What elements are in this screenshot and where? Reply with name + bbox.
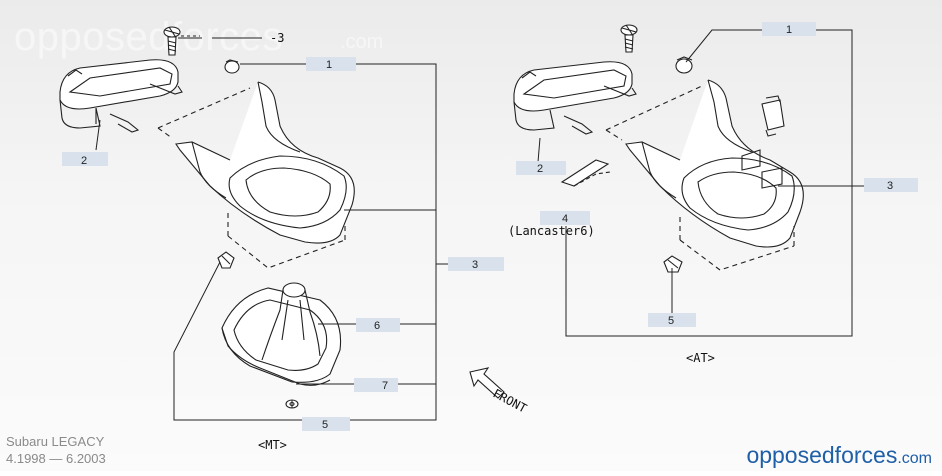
vehicle-info: Subaru LEGACY 4.1998 — 6.2003 bbox=[6, 433, 106, 467]
at-callout-5: 5 bbox=[668, 315, 674, 327]
mt-leaders bbox=[95, 37, 448, 421]
at-caption: <AT> bbox=[686, 351, 715, 365]
at-connector-part bbox=[761, 95, 785, 137]
mt-screw-part bbox=[163, 26, 200, 56]
at-diagram: 1 2 3 4 5 (Lancaster6) <AT> bbox=[508, 22, 918, 365]
watermark: opposedforces .com bbox=[14, 15, 383, 59]
mt-clip-lower-part bbox=[217, 251, 235, 269]
mt-callout-6: 6 bbox=[374, 320, 380, 332]
at-screw-part bbox=[620, 24, 638, 53]
mt-callout-2: 2 bbox=[81, 155, 87, 167]
mt-callout-3: 3 bbox=[472, 259, 478, 271]
mt-callout-1: 1 bbox=[326, 59, 332, 71]
at-console-part bbox=[605, 79, 804, 271]
mt-console-part bbox=[157, 81, 355, 269]
brand-suffix: .com bbox=[897, 450, 932, 467]
mt-callouts: 1 2 3 6 7 5 bbox=[62, 57, 504, 431]
at-clip-lower-part bbox=[663, 255, 683, 273]
callout-box-5 bbox=[302, 417, 350, 431]
vehicle-years: 4.1998 — 6.2003 bbox=[6, 451, 106, 466]
mt-tray-part bbox=[59, 59, 183, 133]
callout-box-6 bbox=[356, 318, 400, 332]
at-callout-2: 2 bbox=[537, 163, 543, 175]
mt-clip-part bbox=[224, 59, 240, 74]
callout-box-7 bbox=[354, 378, 398, 392]
brand-name: opposedforces bbox=[746, 442, 898, 468]
at-tray-part bbox=[513, 61, 637, 135]
vehicle-model: Subaru LEGACY bbox=[6, 434, 105, 449]
at-callout-3: 3 bbox=[887, 180, 893, 192]
at-pad-part bbox=[560, 159, 611, 187]
front-arrow: FRONT bbox=[469, 367, 529, 416]
at-leaders bbox=[537, 29, 864, 337]
mt-shift-boot-part bbox=[221, 282, 342, 386]
callout-box-1 bbox=[306, 57, 356, 71]
at-callout-box-3 bbox=[864, 178, 918, 192]
mt-callout-5: 5 bbox=[322, 419, 328, 431]
watermark-text: opposedforces bbox=[14, 15, 283, 59]
at-callout-box-2 bbox=[516, 161, 566, 175]
watermark-suffix: .com bbox=[340, 31, 383, 53]
mt-screw-ref: -3 bbox=[270, 31, 284, 45]
callout-box-2 bbox=[62, 152, 108, 166]
at-callout-box-4 bbox=[540, 211, 590, 225]
at-clip-part bbox=[675, 56, 693, 74]
mt-callout-7: 7 bbox=[382, 380, 388, 392]
at-callouts: 1 2 3 4 5 bbox=[516, 22, 918, 327]
mt-caption: <MT> bbox=[258, 438, 287, 452]
at-callout-4: 4 bbox=[562, 213, 568, 225]
callout-box-3 bbox=[448, 257, 504, 271]
front-arrow-icon bbox=[469, 367, 505, 399]
brand-logo[interactable]: opposedforces.com bbox=[746, 442, 932, 469]
at-callout-1: 1 bbox=[786, 24, 792, 36]
at-note: (Lancaster6) bbox=[508, 224, 595, 238]
mt-diagram: -3 bbox=[59, 26, 504, 452]
at-callout-box-5 bbox=[648, 313, 696, 327]
at-callout-box-1 bbox=[762, 22, 816, 36]
front-label: FRONT bbox=[491, 386, 529, 415]
